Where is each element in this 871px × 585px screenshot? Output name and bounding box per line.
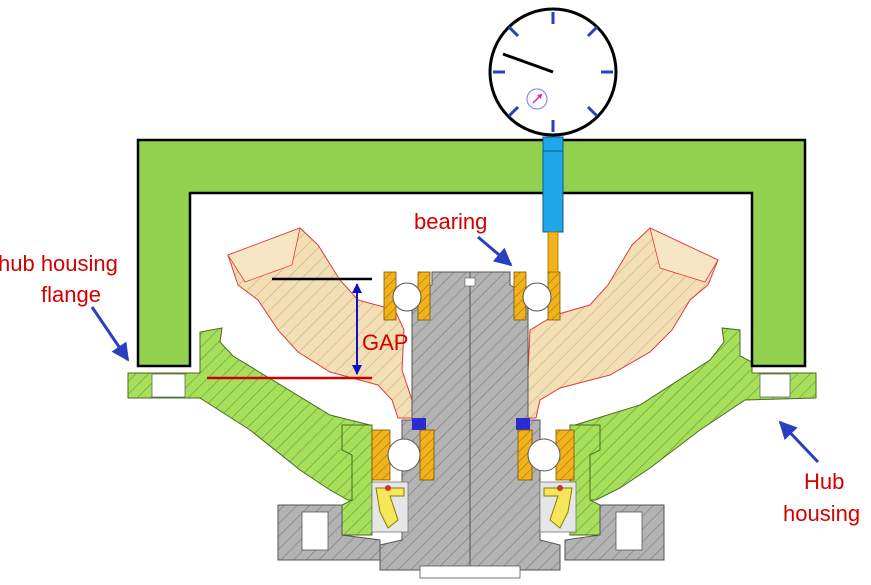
steering-knuckle [227, 227, 719, 419]
flange-bolt-hole-right [759, 373, 791, 398]
seal-right [516, 418, 530, 430]
knuckle-right-cap [649, 227, 719, 283]
dial-gauge-icon [488, 7, 618, 137]
shaft-end-slot [419, 565, 521, 579]
gauge-bridge-frame [136, 138, 807, 368]
seal-left [412, 418, 426, 430]
base-bolt-hole-left [301, 511, 329, 551]
probe-tip [547, 231, 559, 273]
arrow-hub-housing-flange [90, 306, 130, 362]
knuckle-left-cap [227, 227, 301, 283]
bearing-ball [527, 438, 561, 472]
bearing-ball [522, 282, 552, 312]
bearing-ball [392, 282, 422, 312]
lip-seal-left [371, 481, 409, 533]
arrow-hub-housing [778, 420, 820, 464]
upper-bearing-left [383, 271, 431, 321]
arrow-bearing [477, 235, 513, 267]
lower-bearing-left [371, 429, 435, 481]
label-hub-housing-line1: Hub [804, 469, 844, 494]
lip-seal-right [539, 481, 577, 533]
probe-collar [542, 136, 564, 152]
dial-needle [502, 52, 554, 74]
label-hub-housing-line2: housing [783, 501, 860, 526]
hub-base-plate [277, 504, 665, 561]
upper-bearing-right [513, 271, 561, 321]
hub-housing-right [574, 327, 817, 501]
label-hub-housing-flange-line1: hub housing [0, 251, 118, 276]
bearing-ball [387, 438, 421, 472]
label-bearing: bearing [414, 209, 487, 234]
label-hub-housing-flange-line2: flange [41, 282, 101, 307]
lower-bearing-right [517, 429, 575, 481]
flange-bolt-hole-left [151, 373, 186, 398]
label-gap: GAP [362, 330, 408, 355]
base-bolt-hole-right [615, 511, 643, 551]
shaft-tip-notch [464, 277, 476, 287]
